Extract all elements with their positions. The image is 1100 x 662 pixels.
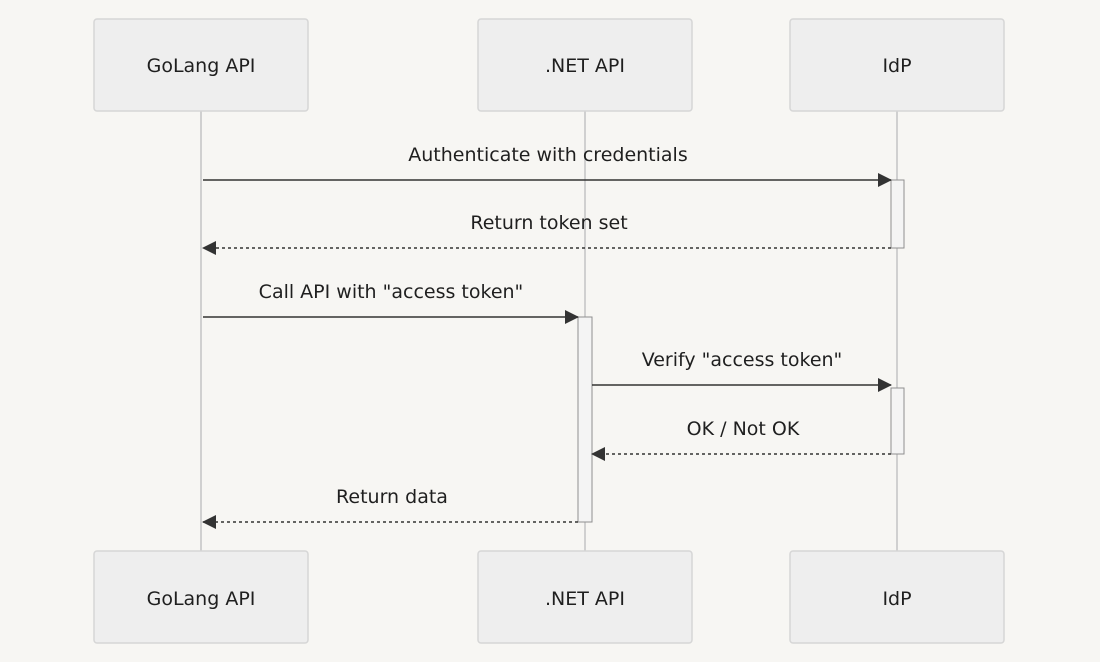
- message-label-return-data: Return data: [336, 486, 448, 508]
- message-return-data: Return data: [202, 486, 578, 529]
- actor-golang-bottom: GoLang API: [93, 550, 309, 644]
- message-label-verify-token: Verify "access token": [642, 349, 843, 371]
- message-label-ok-not-ok: OK / Not OK: [687, 418, 800, 440]
- message-call-api: Call API with "access token": [203, 281, 579, 324]
- actor-dotnet-bottom: .NET API: [477, 550, 693, 644]
- message-label-return-token-set: Return token set: [470, 212, 627, 234]
- activation-idp-auth: [890, 179, 905, 249]
- lifelines: [200, 111, 898, 551]
- actors-top: GoLang API .NET API IdP: [93, 18, 1005, 112]
- actor-label-dotnet-bottom: .NET API: [545, 588, 625, 610]
- message-return-token-set: Return token set: [202, 212, 891, 255]
- actor-golang-top: GoLang API: [93, 18, 309, 112]
- actors-bottom: GoLang API .NET API IdP: [93, 550, 1005, 644]
- message-label-call-api: Call API with "access token": [259, 281, 524, 303]
- message-verify-token: Verify "access token": [592, 349, 892, 392]
- actor-idp-bottom: IdP: [789, 550, 1005, 644]
- activation-idp-verify: [890, 387, 905, 455]
- message-ok-not-ok: OK / Not OK: [591, 418, 891, 461]
- actor-dotnet-top: .NET API: [477, 18, 693, 112]
- activation-dotnet-call: [577, 316, 593, 523]
- actor-idp-top: IdP: [789, 18, 1005, 112]
- actor-label-idp-bottom: IdP: [882, 588, 911, 610]
- message-label-authenticate: Authenticate with credentials: [408, 144, 687, 166]
- message-authenticate: Authenticate with credentials: [203, 144, 892, 187]
- actor-label-golang-top: GoLang API: [147, 55, 256, 77]
- actor-label-idp-top: IdP: [882, 55, 911, 77]
- activations: [577, 179, 905, 523]
- messages: Authenticate with credentials Return tok…: [202, 144, 892, 529]
- actor-label-dotnet-top: .NET API: [545, 55, 625, 77]
- actor-label-golang-bottom: GoLang API: [147, 588, 256, 610]
